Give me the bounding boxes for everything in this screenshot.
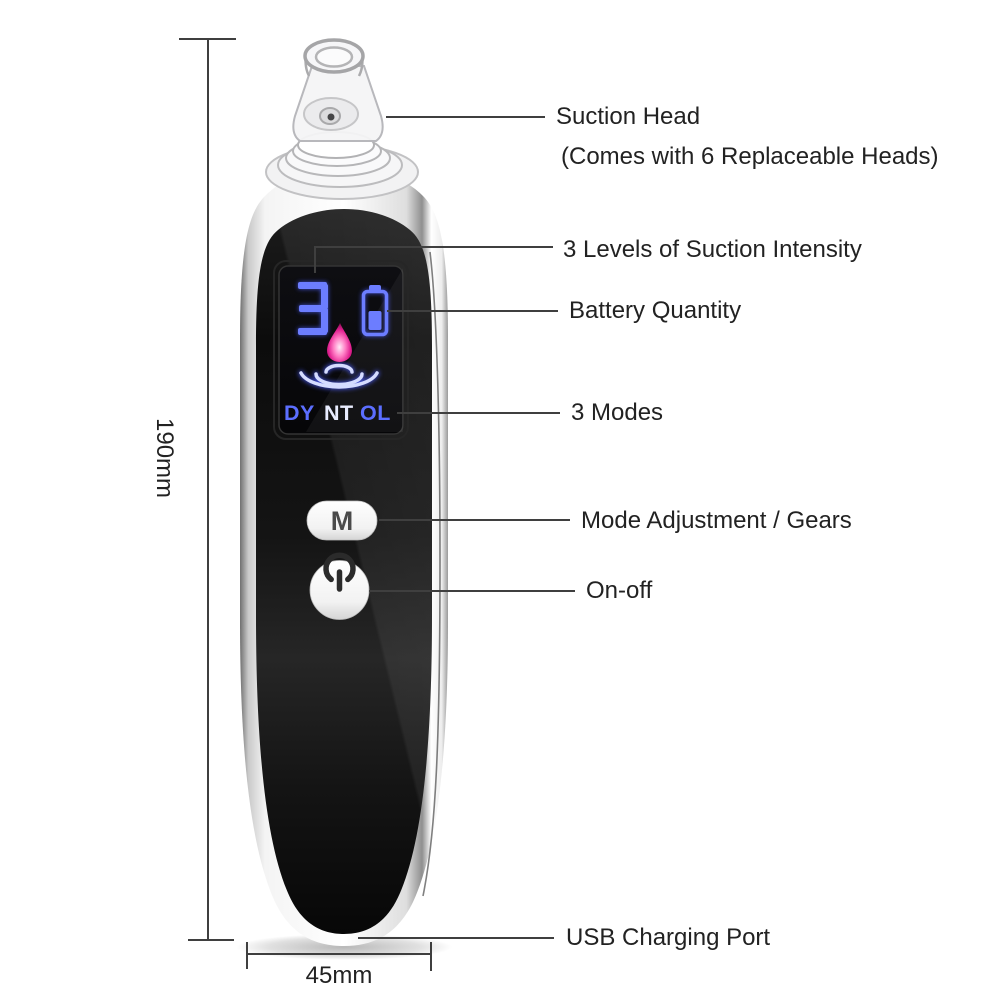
power-button: [309, 552, 370, 620]
display-bezel: [273, 260, 409, 440]
height-dimension-tick-bottom: [188, 939, 234, 941]
height-dimension-tick-top: [179, 38, 236, 40]
ripple-icon: [299, 363, 379, 389]
mode-button: M: [306, 500, 378, 541]
width-dimension-tick-right: [430, 942, 432, 971]
screen-mode-center: NT: [324, 401, 354, 425]
callout-line-usb: [358, 937, 554, 939]
screen-mode-left: DY: [284, 401, 315, 425]
water-drop-icon: [327, 323, 352, 362]
screen-mode-right: OL: [360, 401, 391, 425]
suction-head-label: Suction Head: [556, 103, 701, 130]
callout-line-mode-adjustment: [379, 519, 570, 521]
height-dimension-line: [207, 38, 209, 941]
power-icon: [323, 552, 356, 592]
callout-line-intensity: [314, 246, 553, 248]
battery-label: Battery Quantity: [569, 297, 742, 324]
usb-port-label: USB Charging Port: [566, 924, 771, 951]
height-dimension-label: 190mm: [151, 418, 178, 499]
suction-intensity-label: 3 Levels of Suction Intensity: [563, 236, 862, 263]
callout-line-on-off: [369, 590, 575, 592]
width-dimension-line: [247, 953, 431, 955]
width-dimension-label: 45mm: [305, 962, 373, 989]
callout-line-modes: [397, 412, 560, 414]
suction-head-note-label: (Comes with 6 Replaceable Heads): [561, 143, 939, 170]
width-dimension-tick-left: [246, 942, 248, 969]
mode-button-label: M: [331, 506, 354, 536]
display-sheen: [306, 268, 403, 432]
on-off-label: On-off: [586, 577, 653, 604]
callout-line-suction-head: [386, 116, 545, 118]
modes-label: 3 Modes: [571, 399, 664, 426]
suction-head: [265, 38, 419, 200]
callout-line-battery: [387, 310, 558, 312]
body-rim-seam: [422, 251, 441, 897]
battery-icon: [361, 285, 389, 337]
callout-drop-intensity: [314, 246, 316, 273]
intensity-digit: [298, 282, 328, 335]
mode-adjustment-label: Mode Adjustment / Gears: [581, 507, 852, 534]
